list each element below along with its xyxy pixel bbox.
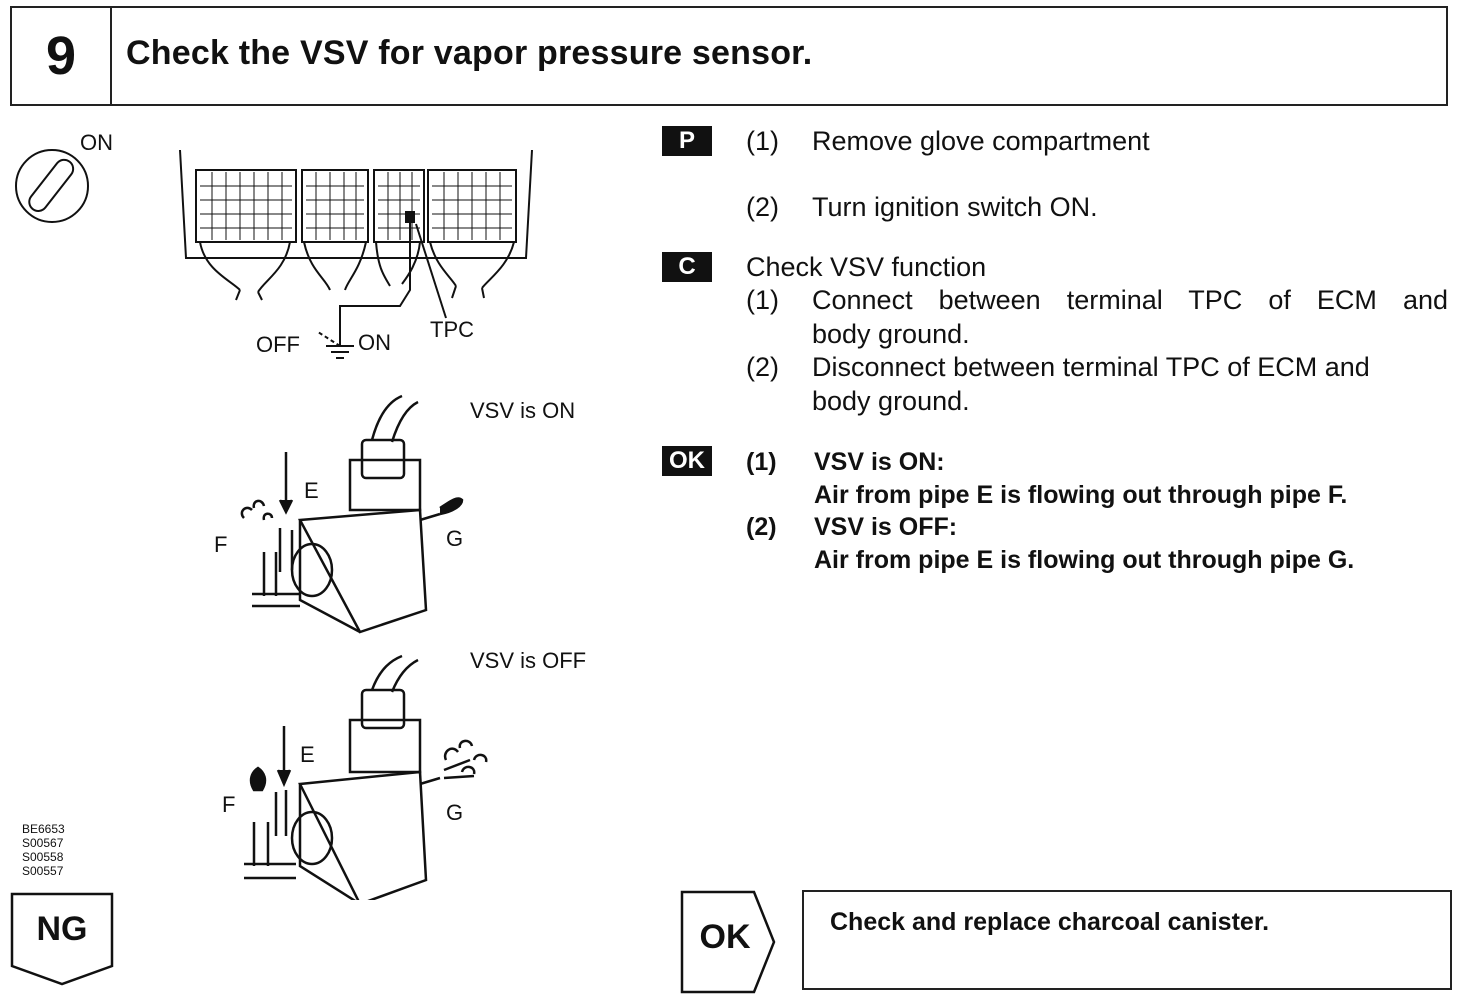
- ok-branch-arrow: [680, 890, 776, 994]
- vsv-off-caption: VSV is OFF: [470, 648, 586, 673]
- ok-badge: OK: [662, 446, 712, 476]
- prep-step-num: (1): [746, 126, 779, 156]
- ok-branch-label: OK: [699, 918, 751, 956]
- vsv-illustration: ON OFF ON TPC VSV: [15, 130, 586, 900]
- prep-step-text: Remove glove compartment: [812, 126, 1150, 156]
- ok-item-num: (2): [746, 513, 777, 541]
- ok-action-text: Check and replace charcoal canister.: [830, 908, 1270, 936]
- check-step-text: Connect between terminal TPC of ECM and: [812, 285, 1448, 315]
- pipe-e-label-on: E: [304, 478, 319, 503]
- page-title: Check the VSV for vapor pressure sensor.: [126, 34, 813, 72]
- step-header: 9: [10, 6, 1448, 106]
- off-label: OFF: [256, 332, 300, 357]
- ignition-on-label: ON: [80, 130, 113, 155]
- vsv-off-drawing: [244, 654, 488, 900]
- vsv-on-drawing: [240, 394, 464, 634]
- pipe-f-label-on: F: [214, 532, 227, 557]
- ok-item-text: Air from pipe E is flowing out through p…: [814, 481, 1348, 509]
- figure-codes: BE6653 S00567 S00558 S00557: [22, 822, 65, 878]
- tpc-label: TPC: [430, 317, 474, 342]
- on-label: ON: [358, 330, 391, 355]
- ok-action-box: [802, 890, 1452, 990]
- prep-step-num: (2): [746, 192, 779, 222]
- pipe-e-label-off: E: [300, 742, 315, 767]
- figure-code: BE6653: [22, 822, 65, 836]
- pipe-f-label-off: F: [222, 792, 235, 817]
- figure-code: S00567: [22, 836, 64, 850]
- ignition-key-icon: [15, 149, 89, 223]
- ok-item-title: VSV is OFF:: [814, 513, 958, 541]
- figure-code: S00558: [22, 850, 64, 864]
- ecm-connector-diagram: [179, 149, 533, 359]
- prep-step-text: Turn ignition switch ON.: [812, 192, 1098, 222]
- pipe-g-label-off: G: [446, 800, 463, 825]
- step-number: 9: [12, 8, 112, 104]
- ok-item-num: (1): [746, 448, 777, 476]
- check-heading: Check VSV function: [746, 252, 987, 282]
- ng-branch-shape: [10, 892, 114, 986]
- pipe-g-label-on: G: [446, 526, 463, 551]
- figure-code: S00557: [22, 864, 64, 878]
- ok-item-title: VSV is ON:: [814, 448, 945, 476]
- vsv-on-caption: VSV is ON: [470, 398, 575, 423]
- ok-item-text: Air from pipe E is flowing out through p…: [814, 546, 1355, 574]
- check-step-text: body ground.: [812, 319, 970, 349]
- prep-badge: P: [662, 126, 712, 156]
- check-step-text: body ground.: [812, 386, 970, 416]
- ng-label: NG: [36, 910, 88, 948]
- check-badge: C: [662, 252, 712, 282]
- check-step-text: Disconnect between terminal TPC of ECM a…: [812, 352, 1370, 382]
- check-step-num: (2): [746, 352, 779, 382]
- check-step-num: (1): [746, 285, 779, 315]
